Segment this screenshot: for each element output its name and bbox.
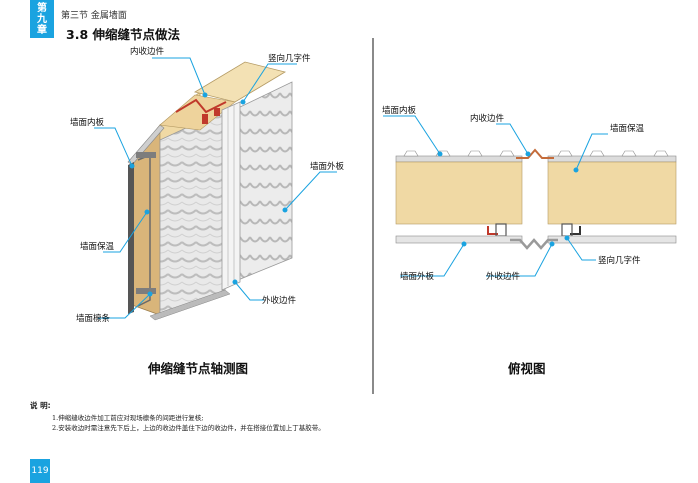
label-plan-wall-inner-panel: 墙面内板 (382, 106, 417, 116)
chapter-tab-char: 第 (37, 2, 47, 14)
section-label: 第三节 金属墙面 (61, 11, 127, 21)
label-plan-wall-outer-panel: 墙面外板 (400, 272, 435, 282)
figure-divider (372, 38, 374, 394)
label-wall-inner-panel: 墙面内板 (70, 118, 105, 128)
label-plan-outer-edge-trim: 外收边件 (486, 272, 521, 282)
label-wall-insulation: 墙面保温 (80, 242, 115, 252)
label-vertical-channel: 竖向几字件 (268, 54, 311, 64)
label-plan-inner-edge-trim: 内收边件 (470, 114, 505, 124)
plan-view-drawing (395, 148, 677, 250)
chapter-tab-char: 九 (37, 13, 47, 25)
axonometric-leaders (94, 57, 337, 319)
plan-view-caption: 俯视图 (508, 361, 546, 376)
note-item: 1.伸缩缝收边件加工前应对现场檩条的间距进行复核; (52, 414, 204, 422)
plan-view-leaders (383, 115, 608, 277)
section-title: 3.8 伸缩缝节点做法 (66, 27, 180, 42)
page-number: 119 (30, 459, 50, 483)
label-inner-edge-trim: 内收边件 (130, 47, 165, 57)
label-plan-wall-insulation: 墙面保温 (610, 124, 645, 134)
label-outer-edge-trim: 外收边件 (262, 296, 297, 306)
chapter-tab-char: 章 (37, 24, 47, 36)
notes-title: 说 明: (30, 401, 51, 410)
chapter-tab: 第 九 章 (30, 0, 54, 38)
axonometric-drawing (127, 61, 293, 321)
note-item: 2.安装收边时需注意先下后上，上边的收边件盖住下边的收边件，并在搭接位置加上丁基… (52, 424, 325, 432)
label-plan-vertical-channel: 竖向几字件 (598, 256, 641, 266)
label-wall-outer-panel: 墙面外板 (310, 162, 345, 172)
axonometric-caption: 伸缩缝节点轴测图 (148, 361, 249, 376)
label-wall-purlin: 墙面檩条 (76, 314, 111, 324)
